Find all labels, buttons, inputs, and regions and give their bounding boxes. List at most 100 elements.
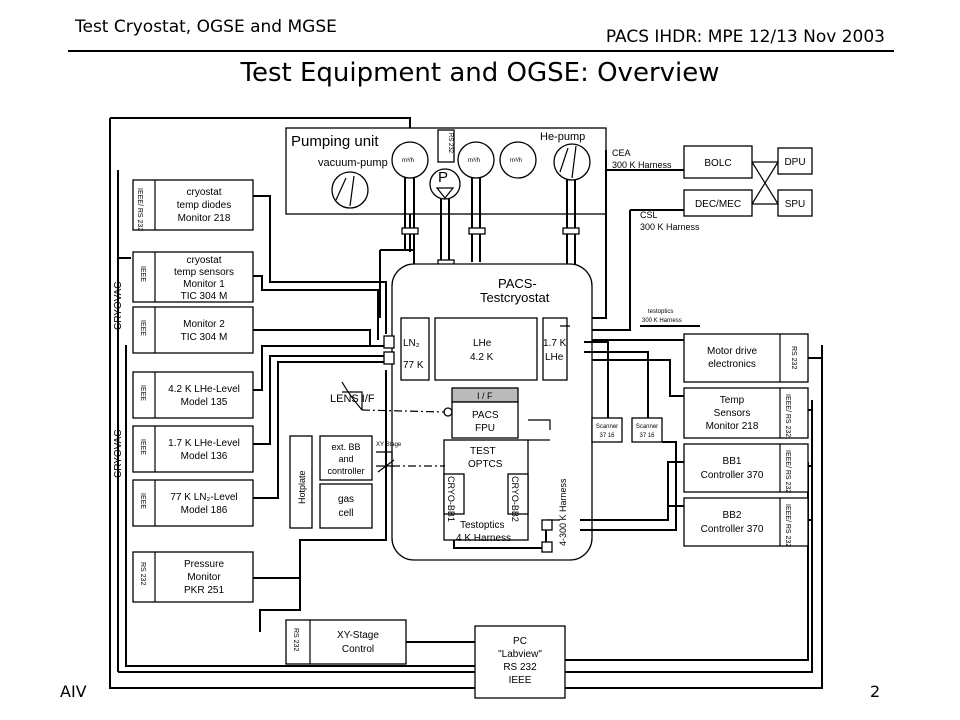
he17-label: LHe xyxy=(545,352,564,363)
svg-text:Monitor 218: Monitor 218 xyxy=(706,421,759,432)
svg-text:300 K Harness: 300 K Harness xyxy=(642,318,682,324)
svg-text:37 16: 37 16 xyxy=(599,433,615,439)
svg-text:SPU: SPU xyxy=(785,199,806,210)
svg-text:Monitor: Monitor xyxy=(187,572,221,583)
he-pump-label: He-pump xyxy=(540,131,585,143)
ln2-level-186: IEEE 77 K LN₂-Level Model 186 xyxy=(132,479,254,527)
temp-diodes-iface: IEEE/ RS 232 xyxy=(136,188,143,231)
pump-2-icon xyxy=(457,141,495,179)
pump-rs232-label: RS 232 xyxy=(447,133,453,154)
svg-text:ext. BB: ext. BB xyxy=(331,442,360,452)
svg-text:IEEE/ RS 232: IEEE/ RS 232 xyxy=(784,394,791,437)
temp-sensors-monitor-218: Temp Sensors Monitor 218 IEEE/ RS 232 xyxy=(683,387,809,439)
lhe-level-136: IEEE 1.7 K LHe-Level Model 136 xyxy=(132,425,254,473)
left-instruments: IEEE/ RS 232 cryostat temp diodes Monito… xyxy=(132,179,254,603)
pc-labview: PC "Labview" RS 232 IEEE xyxy=(474,625,566,699)
ogse-left: LENS I/F Hotplate ext. BB and controller… xyxy=(289,381,453,529)
xy-stage-control: RS 232 XY-Stage Control xyxy=(285,619,407,665)
scanner-2-box xyxy=(631,417,663,443)
svg-text:temp diodes: temp diodes xyxy=(177,200,231,211)
pacs-fpu-label-2: FPU xyxy=(475,423,495,434)
svg-text:cell: cell xyxy=(338,508,353,519)
svg-text:IEEE: IEEE xyxy=(139,493,146,509)
test-optics-label-2: OPTCS xyxy=(468,459,503,470)
svg-text:IEEE/ RS 232: IEEE/ RS 232 xyxy=(784,450,791,493)
svg-text:37 16: 37 16 xyxy=(639,433,655,439)
cryostat-title-2: Testcryostat xyxy=(480,290,550,305)
bb2-controller-370: BB2 Controller 370 IEEE/ RS 232 xyxy=(683,497,809,547)
svg-text:TIC 304 M: TIC 304 M xyxy=(181,332,228,343)
pump-2-rate: m³/h xyxy=(468,158,480,164)
svg-text:BB1: BB1 xyxy=(723,456,742,467)
svg-text:1.7 K LHe-Level: 1.7 K LHe-Level xyxy=(168,438,240,449)
cryo-bb1-label: CRYO-BB1 xyxy=(446,476,456,522)
svg-text:RS 232: RS 232 xyxy=(139,562,146,585)
svg-text:Sensors: Sensors xyxy=(714,408,751,419)
svg-text:BB2: BB2 xyxy=(723,510,742,521)
svg-text:Model 135: Model 135 xyxy=(181,397,228,408)
vacuum-pump-label: vacuum-pump xyxy=(318,157,388,169)
svg-text:Controller 370: Controller 370 xyxy=(701,524,764,535)
ln2-label: LN₂ xyxy=(403,338,420,349)
svg-text:PKR 251: PKR 251 xyxy=(184,585,224,596)
svg-text:RS 232: RS 232 xyxy=(503,662,537,673)
svg-text:"Labview": "Labview" xyxy=(498,649,542,660)
pacs-fpu-box xyxy=(451,401,519,439)
svg-text:Temp: Temp xyxy=(720,395,745,406)
svg-text:Model 186: Model 186 xyxy=(181,505,228,516)
header-left: Test Cryostat, OGSE and MGSE xyxy=(75,17,337,37)
svg-text:CEA: CEA xyxy=(612,148,631,158)
svg-text:Scanner: Scanner xyxy=(596,424,618,430)
header-rule xyxy=(68,50,894,52)
he-pump-icon xyxy=(553,143,591,181)
svg-text:RS 232: RS 232 xyxy=(790,346,797,369)
cryostat-title-1: PACS- xyxy=(498,276,537,291)
svg-text:TIC 304 M: TIC 304 M xyxy=(181,291,228,302)
svg-text:and: and xyxy=(338,454,353,464)
temp-sensors-monitor: IEEE cryostat temp sensors Monitor 1 TIC… xyxy=(132,251,254,303)
svg-text:77 K LN₂-Level: 77 K LN₂-Level xyxy=(170,492,237,503)
svg-text:cryostat: cryostat xyxy=(186,187,221,198)
interface-label: I / F xyxy=(477,391,493,401)
svg-text:Control: Control xyxy=(342,644,374,655)
svg-text:testoptics: testoptics xyxy=(648,309,673,315)
svg-text:IEEE/ RS 232: IEEE/ RS 232 xyxy=(784,504,791,547)
lhe-temp: 4.2 K xyxy=(470,352,494,363)
svg-text:Monitor 1: Monitor 1 xyxy=(183,279,225,290)
page-number: 2 xyxy=(870,682,881,701)
cryo-bb1-box xyxy=(443,473,465,515)
pumping-unit-title: Pumping unit xyxy=(291,133,379,150)
pump-1-icon xyxy=(391,141,429,179)
ln2-tank xyxy=(400,317,430,381)
pump-3-rate: m³/h xyxy=(510,158,522,164)
dpu-box xyxy=(777,147,813,175)
pumping-unit: Pumping unit vacuum-pump He-pump RS 232 … xyxy=(285,127,607,215)
svg-text:temp sensors: temp sensors xyxy=(174,267,234,278)
cryo-bb2-label: CRYO-BB2 xyxy=(510,476,520,522)
pressure-gauge-label: P xyxy=(438,169,448,186)
harness-label: 4-300 K Harness xyxy=(558,478,568,546)
pressure-gauge-icon xyxy=(429,168,461,200)
hotplate-label: Hotplate xyxy=(297,470,307,504)
bb1-controller-370: BB1 Controller 370 IEEE/ RS 232 xyxy=(683,443,809,493)
svg-text:electronics: electronics xyxy=(708,359,756,370)
svg-text:300 K Harness: 300 K Harness xyxy=(612,160,672,170)
testoptics-harness-2: 4 K Harness xyxy=(456,533,511,544)
bolc-box xyxy=(683,145,753,179)
svg-text:Controller 370: Controller 370 xyxy=(701,470,764,481)
scanners: Scanner 37 16 Scanner 37 16 xyxy=(591,417,663,443)
right-instruments: Motor drive electronics RS 232 Temp Sens… xyxy=(683,333,809,547)
svg-text:RS 232: RS 232 xyxy=(292,628,299,651)
svg-text:controller: controller xyxy=(327,466,364,476)
vacuum-pump-icon xyxy=(331,171,369,209)
temp-diodes-monitor: IEEE/ RS 232 cryostat temp diodes Monito… xyxy=(132,179,254,231)
decmec-box xyxy=(683,189,753,217)
svg-text:IEEE: IEEE xyxy=(509,675,532,686)
footer-left: AIV xyxy=(60,682,87,701)
svg-text:IEEE: IEEE xyxy=(139,266,146,282)
he17-tank xyxy=(542,317,568,381)
lens-if-label: LENS I/F xyxy=(330,393,375,405)
svg-text:Monitor 2: Monitor 2 xyxy=(183,319,225,330)
svg-text:BOLC: BOLC xyxy=(704,158,731,169)
cryovac-label-1: CRYOVAC xyxy=(113,281,124,330)
